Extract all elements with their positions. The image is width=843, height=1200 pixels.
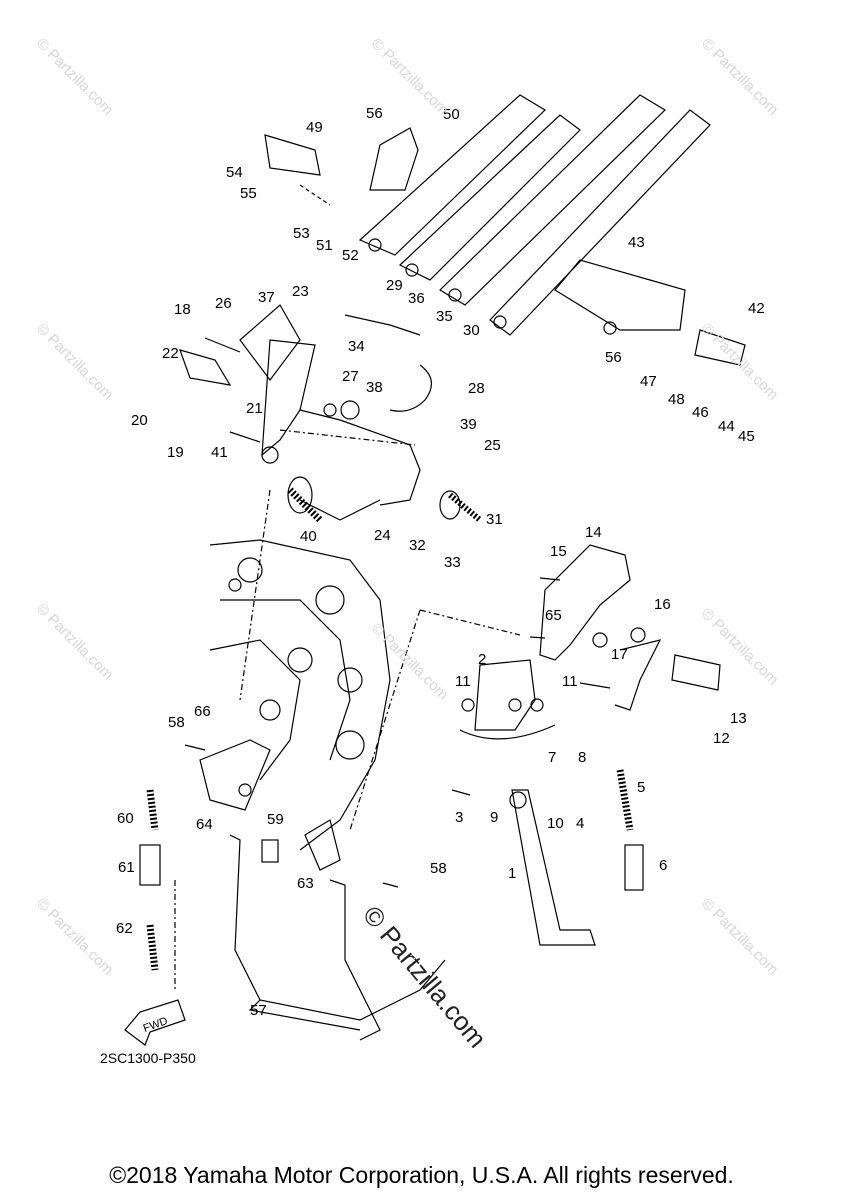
- callout-33: 33: [444, 554, 461, 571]
- callout-11: 11: [455, 673, 471, 690]
- callout-45: 45: [738, 428, 755, 445]
- sleeve-6: [624, 844, 644, 891]
- mainstand-brackets: [199, 739, 341, 871]
- callout-10: 10: [547, 815, 564, 832]
- callout-36: 36: [408, 290, 425, 307]
- callout-3: 3: [455, 809, 463, 826]
- callout-26: 26: [215, 295, 232, 312]
- callout-22: 22: [162, 345, 179, 362]
- passenger-footrest-right: [554, 259, 746, 366]
- callout-38: 38: [366, 379, 383, 396]
- callout-31: 31: [486, 511, 503, 528]
- callout-30: 30: [463, 322, 480, 339]
- sidestand: [509, 789, 596, 946]
- callout-25: 25: [484, 437, 501, 454]
- callout-12: 12: [713, 730, 730, 747]
- callout-59: 59: [267, 811, 284, 828]
- callout-40: 40: [300, 528, 317, 545]
- callout-11: 11: [562, 673, 578, 690]
- callout-55: 55: [240, 185, 257, 202]
- callout-8: 8: [578, 749, 586, 766]
- callout-48: 48: [668, 391, 685, 408]
- callout-15: 15: [550, 543, 567, 560]
- callout-47: 47: [640, 373, 657, 390]
- callout-42: 42: [748, 300, 765, 317]
- callout-39: 39: [460, 416, 477, 433]
- callout-43: 43: [628, 234, 645, 251]
- shift-pedal-assembly: [179, 304, 461, 521]
- callout-64: 64: [196, 816, 213, 833]
- callout-14: 14: [585, 524, 602, 541]
- figure-code: 2SC1300-P350: [100, 1050, 196, 1066]
- callout-56: 56: [605, 349, 622, 366]
- callout-7: 7: [548, 749, 556, 766]
- callout-49: 49: [306, 119, 323, 136]
- main-frame: [209, 539, 391, 851]
- sleeve-62: [139, 844, 161, 886]
- callout-32: 32: [409, 537, 426, 554]
- callout-1: 1: [508, 865, 516, 882]
- rider-footrest-right: [539, 544, 721, 711]
- callout-58: 58: [430, 860, 447, 877]
- passenger-footrest-left: [264, 127, 419, 206]
- sidestand-bracket: [459, 659, 556, 740]
- rear-frame-rails: [358, 94, 711, 336]
- callout-54: 54: [226, 164, 243, 181]
- callout-18: 18: [174, 301, 191, 318]
- callout-34: 34: [348, 338, 365, 355]
- callout-52: 52: [342, 247, 359, 264]
- callout-9: 9: [490, 809, 498, 826]
- callout-56: 56: [366, 105, 383, 122]
- callout-66: 66: [194, 703, 211, 720]
- callout-57: 57: [250, 1002, 267, 1019]
- callout-27: 27: [342, 368, 359, 385]
- callout-60: 60: [117, 810, 134, 827]
- callout-16: 16: [654, 596, 671, 613]
- springs: [146, 487, 634, 971]
- callout-17: 17: [611, 646, 628, 663]
- callout-5: 5: [637, 779, 645, 796]
- fwd-label: FWD: [142, 1015, 170, 1035]
- callout-28: 28: [468, 380, 485, 397]
- callout-21: 21: [246, 400, 263, 417]
- callout-23: 23: [292, 283, 309, 300]
- main-stand: [229, 834, 446, 1041]
- callout-61: 61: [118, 859, 135, 876]
- fwd-arrow: [124, 999, 186, 1046]
- callout-65: 65: [545, 607, 562, 624]
- callout-46: 46: [692, 404, 709, 421]
- callout-53: 53: [293, 225, 310, 242]
- callout-6: 6: [659, 857, 667, 874]
- callout-58: 58: [168, 714, 185, 731]
- callout-13: 13: [730, 710, 747, 727]
- copyright-notice: ©2018 Yamaha Motor Corporation, U.S.A. A…: [109, 1162, 734, 1188]
- callout-2: 2: [478, 651, 486, 668]
- callout-20: 20: [131, 412, 148, 429]
- callout-37: 37: [258, 289, 275, 306]
- callout-62: 62: [116, 920, 133, 937]
- callout-24: 24: [374, 527, 391, 544]
- callout-29: 29: [386, 277, 403, 294]
- callout-50: 50: [443, 106, 460, 123]
- callout-19: 19: [167, 444, 184, 461]
- callout-4: 4: [576, 815, 584, 832]
- callout-41: 41: [211, 444, 228, 461]
- leader-lines: [174, 429, 521, 990]
- callout-44: 44: [718, 418, 735, 435]
- callout-63: 63: [297, 875, 314, 892]
- callout-51: 51: [316, 237, 333, 254]
- callout-35: 35: [436, 308, 453, 325]
- bolts: [184, 337, 611, 888]
